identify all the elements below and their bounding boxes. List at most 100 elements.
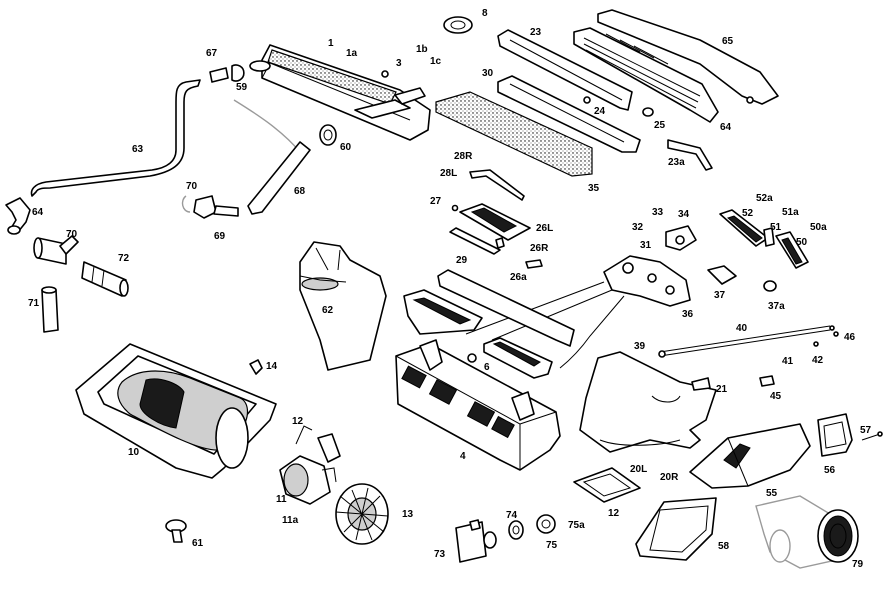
part-68-hose — [233, 99, 311, 215]
label-79: 79 — [852, 559, 864, 570]
label-1c: 1c — [430, 56, 442, 67]
label-72: 72 — [118, 253, 130, 264]
label-40: 40 — [736, 323, 748, 334]
label-24: 24 — [594, 106, 606, 117]
label-52: 52 — [742, 208, 754, 219]
label-67: 67 — [206, 48, 218, 59]
part-25-clip — [642, 107, 654, 117]
label-50: 50 — [796, 237, 808, 248]
part-1-heater-upper-housing — [261, 44, 431, 141]
part-61-bolt — [165, 519, 187, 543]
part-72-sleeve — [81, 261, 129, 297]
part-14-screw — [249, 359, 263, 375]
part-50-switch-panel — [775, 231, 809, 269]
label-11a: 11a — [282, 515, 299, 526]
label-58: 58 — [718, 541, 730, 552]
label-75a: 75a — [568, 520, 585, 531]
part-8-grommet — [443, 16, 473, 34]
label-11: 11 — [276, 494, 287, 505]
part-6-outlet — [483, 337, 553, 379]
label-12-small: 12 — [292, 416, 304, 427]
label-21: 21 — [716, 384, 728, 395]
label-68: 68 — [294, 186, 306, 197]
label-34: 34 — [678, 209, 690, 220]
part-57-clip — [861, 431, 883, 441]
part-12-gasket — [573, 467, 641, 503]
part-60-grommet — [319, 124, 337, 146]
label-23a: 23a — [668, 157, 685, 168]
part-71-tube — [41, 286, 59, 333]
label-30: 30 — [482, 68, 494, 79]
part-21-clip — [691, 377, 711, 391]
label-65: 65 — [722, 36, 734, 47]
part-26L-bezel — [459, 203, 531, 241]
part-56-seal — [817, 413, 853, 457]
label-37: 37 — [714, 290, 726, 301]
label-31: 31 — [640, 240, 652, 251]
part-35-filter-panel — [435, 91, 593, 177]
label-64-left: 64 — [32, 207, 44, 218]
label-51: 51 — [770, 222, 782, 233]
part-55-defroster-duct — [689, 423, 811, 489]
part-26a-clip — [525, 259, 543, 269]
label-42: 42 — [812, 355, 824, 366]
part-13-fan-wheel — [335, 483, 389, 545]
label-73: 73 — [434, 549, 446, 560]
part-26R-knob — [495, 237, 505, 249]
label-32: 32 — [632, 222, 644, 233]
part-12-bracket — [295, 425, 341, 463]
part-33-control-unit — [665, 225, 697, 251]
part-73-resistor — [455, 519, 497, 563]
label-1: 1 — [328, 38, 334, 49]
part-23a-bracket — [667, 139, 713, 171]
label-33: 33 — [652, 207, 664, 218]
part-42-nut — [813, 341, 819, 347]
part-45-clip — [759, 375, 775, 387]
label-13: 13 — [402, 509, 414, 520]
part-30-frame — [497, 75, 641, 153]
label-50a: 50a — [810, 222, 827, 233]
label-39: 39 — [634, 341, 646, 352]
part-64-hose-elbow — [5, 197, 31, 235]
part-46-screw — [833, 331, 839, 337]
part-65-dash-vent-panel — [573, 9, 779, 123]
label-56: 56 — [824, 465, 836, 476]
part-36-control-linkage — [465, 255, 691, 369]
label-26a: 26a — [510, 272, 527, 283]
label-27: 27 — [430, 196, 442, 207]
part-27-screw — [451, 204, 459, 212]
label-20L: 20L — [630, 464, 647, 475]
part-74-ring — [508, 520, 524, 540]
part-11-blower-motor — [279, 455, 337, 505]
label-10: 10 — [128, 447, 140, 458]
label-59: 59 — [236, 82, 248, 93]
label-64-top: 64 — [720, 122, 732, 133]
part-58-tray — [635, 497, 717, 561]
label-46: 46 — [844, 332, 856, 343]
label-51a: 51a — [782, 207, 799, 218]
label-52a: 52a — [756, 193, 773, 204]
label-55: 55 — [766, 488, 778, 499]
part-29-strip — [449, 227, 501, 255]
part-75-grommet — [536, 514, 556, 534]
label-8: 8 — [482, 8, 488, 19]
label-41: 41 — [782, 356, 794, 367]
label-4: 4 — [460, 451, 466, 462]
callout-labels: 1 1a 1b 1c 3 8 23 30 24 25 64 65 23a 67 … — [28, 8, 872, 570]
part-37a-bulb — [763, 280, 777, 292]
part-4-heater-lower-housing — [395, 339, 561, 471]
part-51-switch — [763, 227, 775, 247]
label-75: 75 — [546, 540, 558, 551]
part-40-control-cable — [658, 325, 835, 358]
part-67-hose-connector — [209, 60, 271, 83]
label-35: 35 — [588, 183, 600, 194]
label-1b: 1b — [416, 44, 428, 55]
label-74: 74 — [506, 510, 518, 521]
label-20R: 20R — [660, 472, 679, 483]
part-70-t-fitting — [33, 235, 79, 265]
label-28L: 28L — [440, 168, 457, 179]
part-20L-duct — [579, 351, 717, 453]
label-57: 57 — [860, 425, 872, 436]
label-14: 14 — [266, 361, 278, 372]
